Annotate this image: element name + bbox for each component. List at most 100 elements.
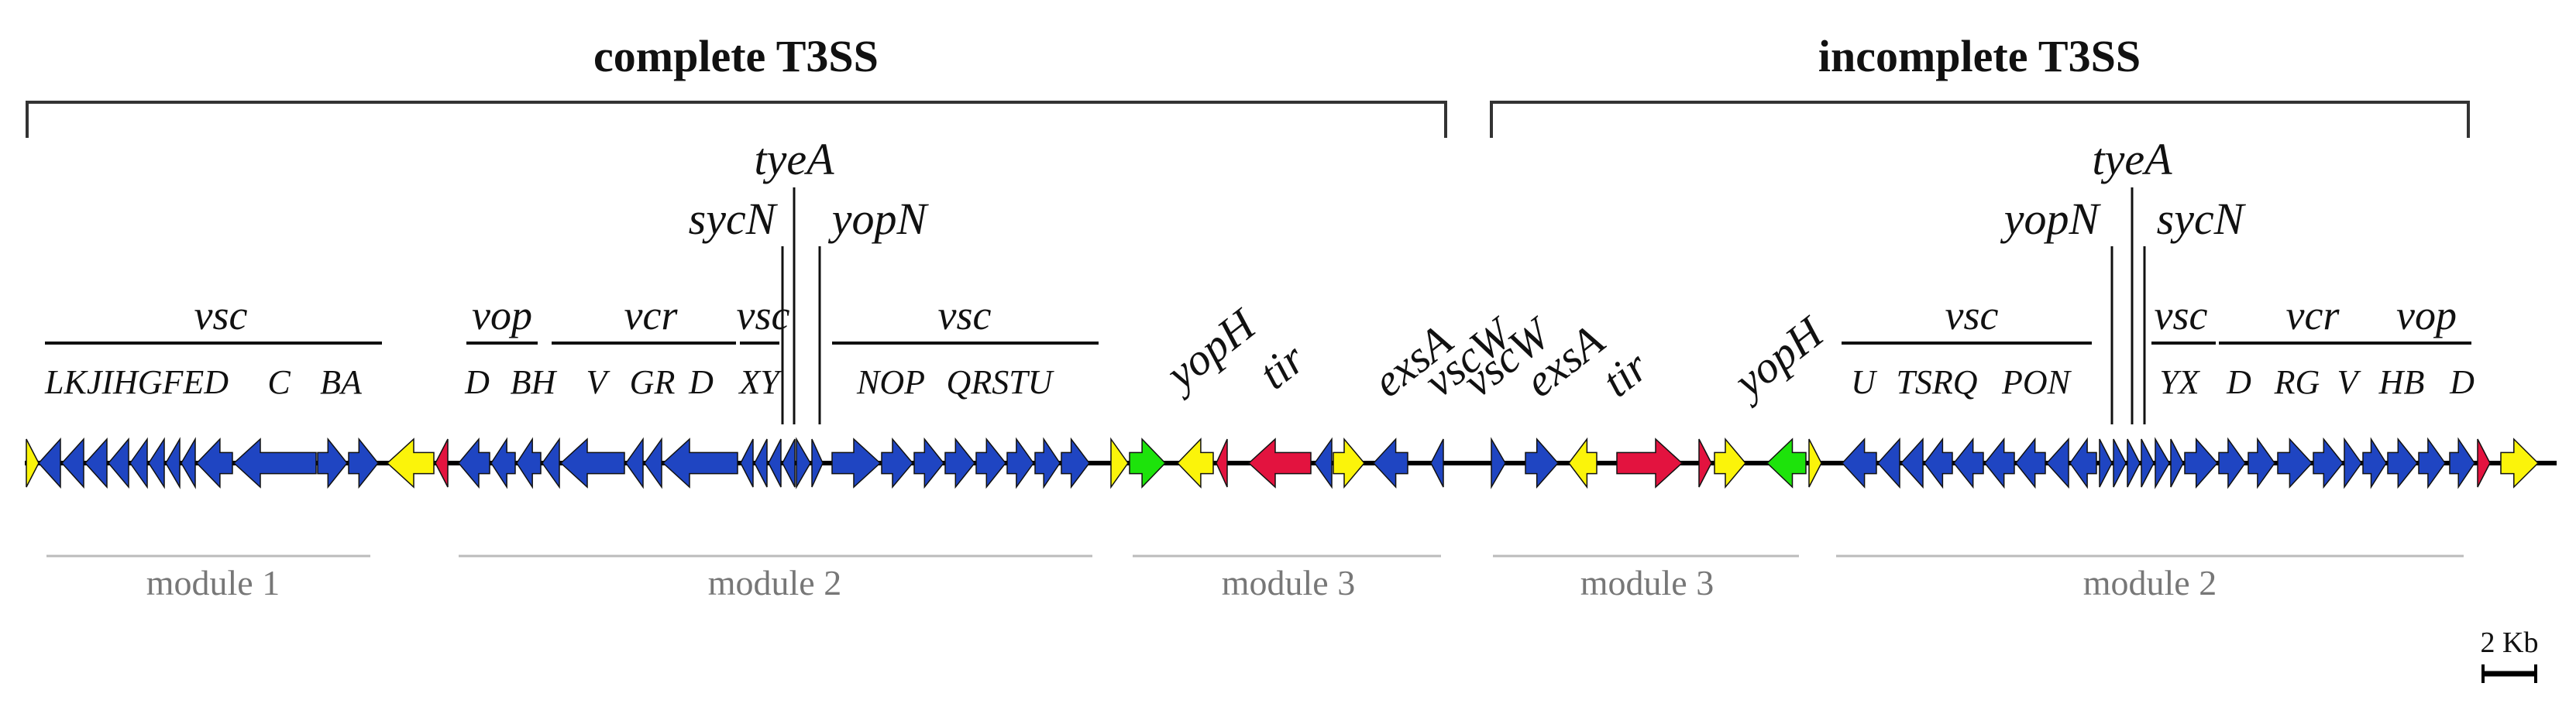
gene-arrow-blue-10 [195,438,233,489]
gene-arrow-blue-69 [2170,438,2184,488]
gene-arrow-blue-30 [831,438,882,489]
gene-arrow-blue-5 [108,437,129,489]
gene-arrow-blue-28 [796,437,811,489]
gene-arrow-blue-27 [782,438,796,488]
gene-arrow-yellow-54 [1808,438,1822,488]
gene-arrow-blue-21 [625,437,644,489]
gene-arrow-yellow-52 [1714,437,1746,489]
gene-arrow-yellow-40 [1176,438,1214,489]
gene-arrow-blue-23 [662,438,738,489]
gene-arrow-blue-67 [2141,438,2155,488]
gene-arrow-blue-34 [975,437,1006,489]
gene-arrow-red-80 [2477,438,2491,488]
gene-arrow-red-51 [1698,438,1712,488]
gene-letter-d: D [464,363,490,401]
gene-letters-gr: GR [630,363,676,401]
family-vsc-b: vsc [737,292,790,338]
gene-letter-d-d: D [2449,363,2475,401]
gene-arrow-blue-66 [2127,438,2141,488]
gene-arrow-yellow-49 [1568,437,1598,489]
gene-arrow-blue-6 [129,437,148,489]
gene-arrow-blue-58 [1924,437,1953,489]
gene-arrow-blue-8 [165,437,181,489]
gene-arrow-blue-3 [60,438,84,489]
gene-letters-ba: BA [320,363,363,401]
callout-yoph-right: yopH [1721,306,1834,410]
gene-letter-d-b: D [688,363,714,401]
gene-arrow-blue-68 [2155,437,2170,489]
gene-arrow-blue-57 [1900,438,1924,489]
gene-arrow-blue-35 [1006,437,1034,489]
gene-arrow-blue-18 [516,437,542,489]
gene-arrow-red-42 [1247,438,1312,489]
gene-letters-rg: RG [2274,363,2320,401]
gene-arrow-blue-19 [542,437,560,489]
gene-arrow-blue-46 [1430,438,1444,488]
gene-arrow-blue-11 [232,438,317,489]
gene-letters-xy: XY [738,363,782,401]
gene-arrow-blue-79 [2449,437,2475,489]
gene-arrow-blue-71 [2218,437,2246,489]
gene-arrow-blue-78 [2418,437,2446,489]
bracket-complete [26,101,1447,138]
family-vcr-e: vcr [2286,292,2340,338]
gene-arrow-blue-37 [1061,437,1090,489]
title-incomplete-t3ss: incomplete T3SS [1818,31,2141,81]
callout-sycn-left: sycN [689,194,779,244]
gene-arrow-blue-36 [1034,437,1061,489]
gene-arrow-yellow-81 [2500,438,2540,489]
gene-arrow-blue-16 [458,437,490,489]
module-label-4: module 3 [1580,563,1714,602]
gene-arrow-blue-74 [2313,437,2344,489]
gene-arrow-yellow-44 [1333,437,1365,489]
gene-arrow-blue-13 [348,437,379,489]
callout-sycn-right: sycN [2157,194,2247,244]
gene-arrow-blue-64 [2099,438,2113,488]
callout-tyea-right: tyeA [2092,134,2172,184]
module-label-1: module 1 [146,563,280,602]
gene-arrow-blue-76 [2362,437,2387,489]
gene-arrow-blue-70 [2184,438,2218,489]
gene-arrow-blue-47 [1491,437,1506,489]
gene-arrow-blue-59 [1953,437,1984,489]
family-vop-b: vop [472,292,532,338]
gene-arrow-red-15 [435,438,449,488]
gene-letter-c: C [267,363,291,401]
module-label-5: module 2 [2083,563,2217,602]
gene-letter-v-b: V [2337,363,2362,401]
gene-arrow-blue-33 [944,437,975,489]
gene-arrow-blue-26 [768,438,782,488]
gene-letters-nop: NOP [856,363,925,401]
gene-arrow-blue-20 [559,438,625,489]
callout-yopn-right: yopN [2000,194,2102,244]
gene-arrow-blue-72 [2248,437,2275,489]
gene-arrow-blue-48 [1525,438,1559,489]
gene-arrow-blue-60 [1984,437,2015,489]
gene-letters-bh: BH [511,363,558,401]
gene-arrow-blue-63 [2069,437,2097,489]
gene-arrow-green-39 [1129,438,1167,489]
gene-arrow-blue-61 [2015,437,2046,489]
module-label-2: module 2 [708,563,841,602]
gene-letters-qrstu: QRSTU [947,363,1055,401]
callout-yoph-left: yopH [1154,298,1266,402]
gene-arrow-blue-62 [2045,438,2069,489]
family-vop-e: vop [2396,292,2457,338]
gene-arrow-blue-12 [317,437,348,489]
family-vcr-b: vcr [624,292,679,338]
title-complete-t3ss: complete T3SS [593,31,879,81]
gene-arrow-green-53 [1766,438,1807,489]
gene-letters-hb: HB [2378,363,2425,401]
gene-arrow-blue-73 [2277,438,2313,489]
gene-arrow-blue-29 [811,438,824,488]
gene-arrows [26,437,2540,489]
gene-arrow-blue-9 [181,437,196,489]
gene-arrow-blue-7 [148,437,165,489]
gene-arrow-blue-43 [1314,437,1333,489]
gene-letter-d-c: D [2226,363,2251,401]
gene-arrow-blue-4 [84,438,108,489]
gene-letter-v: V [586,363,611,401]
gene-letters-lkjihgfed: LKJIHGFED [44,363,229,401]
family-vsc-c: vsc [938,292,992,338]
